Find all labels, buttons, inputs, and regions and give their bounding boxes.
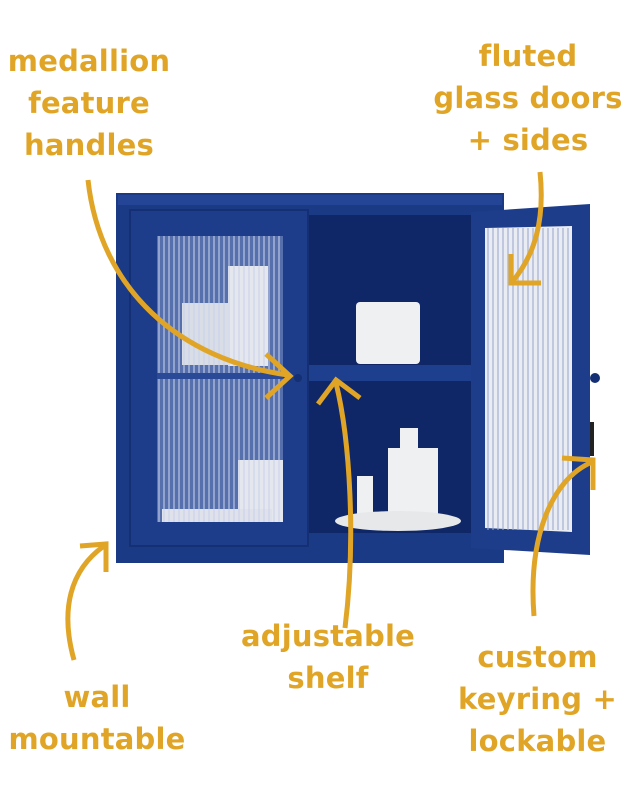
label-line: fluted bbox=[478, 39, 578, 73]
label-line: + sides bbox=[467, 123, 589, 157]
label-line: medallion bbox=[7, 44, 171, 78]
label-wall-mountable: wall mountable bbox=[0, 676, 194, 760]
tray bbox=[335, 511, 461, 531]
arrow-glass-head bbox=[508, 254, 541, 286]
arrow-handles bbox=[85, 179, 289, 378]
label-fluted-glass: fluted glass doors + sides bbox=[430, 35, 625, 161]
arrow-handles-head bbox=[264, 352, 294, 400]
label-keyring-lockable: custom keyring + lockable bbox=[450, 636, 625, 762]
soap-dispenser bbox=[388, 448, 438, 518]
annotation-arrows bbox=[65, 171, 596, 661]
keyring bbox=[590, 422, 594, 456]
medallion-handle bbox=[294, 374, 302, 382]
lock-knob bbox=[590, 373, 600, 383]
label-line: shelf bbox=[287, 661, 369, 695]
ribbed-jar bbox=[356, 302, 420, 364]
label-line: lockable bbox=[468, 724, 607, 758]
cabinet bbox=[116, 193, 600, 563]
label-line: wall bbox=[63, 680, 131, 714]
label-medallion-handles: medallion feature handles bbox=[0, 40, 178, 166]
arrow-wall bbox=[65, 543, 106, 661]
label-line: mountable bbox=[8, 722, 186, 756]
arrow-shelf-head bbox=[316, 376, 362, 406]
label-line: glass doors bbox=[433, 81, 623, 115]
arrow-wall-head bbox=[79, 541, 109, 572]
label-line: adjustable bbox=[241, 619, 415, 653]
label-line: custom bbox=[477, 640, 598, 674]
label-line: keyring + bbox=[458, 682, 617, 716]
label-line: handles bbox=[24, 128, 154, 162]
arrow-lock-head bbox=[561, 455, 596, 490]
arrow-lock bbox=[530, 459, 594, 617]
adjustable-shelf bbox=[308, 365, 471, 381]
arrow-glass bbox=[510, 171, 544, 284]
label-adjustable-shelf: adjustable shelf bbox=[228, 615, 428, 699]
label-line: feature bbox=[28, 86, 150, 120]
arrow-shelf bbox=[333, 382, 354, 629]
